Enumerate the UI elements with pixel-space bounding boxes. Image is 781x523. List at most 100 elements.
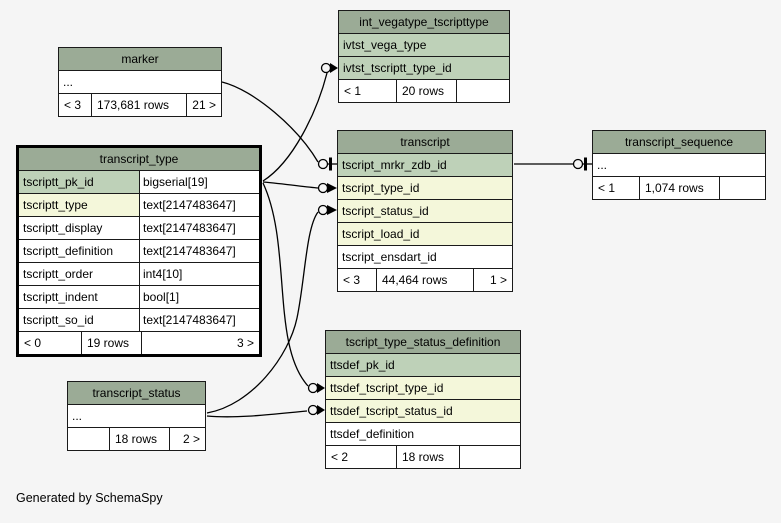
table-title: int_vegatype_tscripttype [339,11,509,34]
relationship-transcript-type-pk-to-ivtst-tscriptt-type-id [262,62,338,182]
column-name: tscriptt_pk_id [19,171,139,193]
table-stats-footer: < 2 18 rows [326,446,520,468]
column-row: ttsdef_pk_id [326,354,520,377]
table-title: transcript [338,131,512,154]
column-name: tscript_status_id [338,200,512,222]
column-name: tscript_mrkr_zdb_id [338,154,512,176]
column-type: text[2147483647] [139,194,259,216]
cardinality-circle-icon [307,382,319,394]
children-count-cell: 2 > [169,428,205,450]
relationship-line [262,72,328,182]
column-name: ... [59,71,221,93]
parents-count-cell: < 0 [24,336,42,350]
children-count-cell [459,446,520,468]
column-type: bool[1] [139,286,259,308]
rows-count-cell: 20 rows [396,80,456,102]
cardinality-circle-icon [317,182,329,194]
column-name: ttsdef_tscript_status_id [326,400,520,422]
column-row: tscript_status_id [338,200,512,223]
rows-count-cell: 18 rows [396,446,459,468]
column-type: text[2147483647] [139,217,259,239]
column-row: tscript_load_id [338,223,512,246]
table-stats-footer: < 1 20 rows [339,80,509,102]
cardinality-circle-icon [572,158,584,170]
relationship-transcript-status-to-tscript-status-id [206,204,337,414]
parents-count-cell: < 1 [598,181,616,195]
rows-count-cell: 18 rows [109,428,169,450]
column-name: tscriptt_type [19,194,139,216]
children-count-cell [719,177,765,199]
column-row: ttsdef_tscript_type_id [326,377,520,400]
cardinality-circle-icon [307,404,319,416]
relationship-transcript-type-pk-to-ttsdef-tscript-type-id [262,182,325,394]
column-row: ivtst_vega_type [339,34,509,57]
parents-count-cell: < 2 [331,450,349,464]
column-name: tscriptt_so_id [19,309,139,331]
column-name: tscriptt_order [19,263,139,285]
column-name: tscriptt_display [19,217,139,239]
column-row: ... [59,71,221,94]
column-type: int4[10] [139,263,259,285]
column-name: ivtst_vega_type [339,34,509,56]
column-name: tscript_load_id [338,223,512,245]
column-name: ttsdef_pk_id [326,354,520,376]
relationship-transcript-type-pk-to-tscript-type-id [262,181,337,194]
column-name: tscriptt_indent [19,286,139,308]
column-row: tscript_ensdart_id [338,246,512,269]
fk-arrowhead-icon [327,183,337,193]
column-name: tscript_type_id [338,177,512,199]
column-type: text[2147483647] [139,309,259,331]
column-name: ttsdef_definition [326,423,520,445]
children-count-cell: 1 > [473,269,512,291]
fk-arrowhead-icon [327,205,337,215]
column-row: ttsdef_tscript_status_id [326,400,520,423]
column-type: text[2147483647] [139,240,259,262]
column-name: ... [68,405,205,427]
relationship-transcript-status-to-ttsdef-tscript-status-id [206,404,325,418]
fk-arrowhead-icon [317,405,325,415]
table-title: transcript_type [19,148,259,171]
column-type: bigserial[19] [139,171,259,193]
children-count-cell [456,80,509,102]
rows-count-cell: 19 rows [81,332,141,354]
rows-count-cell: 44,464 rows [376,269,473,291]
column-row: tscript_type_id [338,177,512,200]
column-row: ... [593,154,765,177]
cardinality-circle-icon [320,62,332,74]
children-count-cell: 21 > [186,94,221,116]
relationship-line [206,410,308,418]
fk-arrowhead-icon [330,63,338,73]
children-count-cell: 3 > [141,332,259,354]
column-row: ivtst_tscriptt_type_id [339,57,509,80]
parents-count-cell: < 1 [344,84,362,98]
cardinality-tee-icon [329,157,332,171]
column-name: ivtst_tscriptt_type_id [339,57,509,79]
column-name: ttsdef_tscript_type_id [326,377,520,399]
column-name: ... [593,154,765,176]
column-row: ttsdef_definition [326,423,520,446]
relationship-line [262,182,309,387]
generated-by-note: Generated by SchemaSpy [16,491,163,505]
parents-count-cell: < 3 [343,273,361,287]
column-name: tscriptt_definition [19,240,139,262]
relationship-marker-to-transcript-mrkr-zdb-id [221,81,337,171]
